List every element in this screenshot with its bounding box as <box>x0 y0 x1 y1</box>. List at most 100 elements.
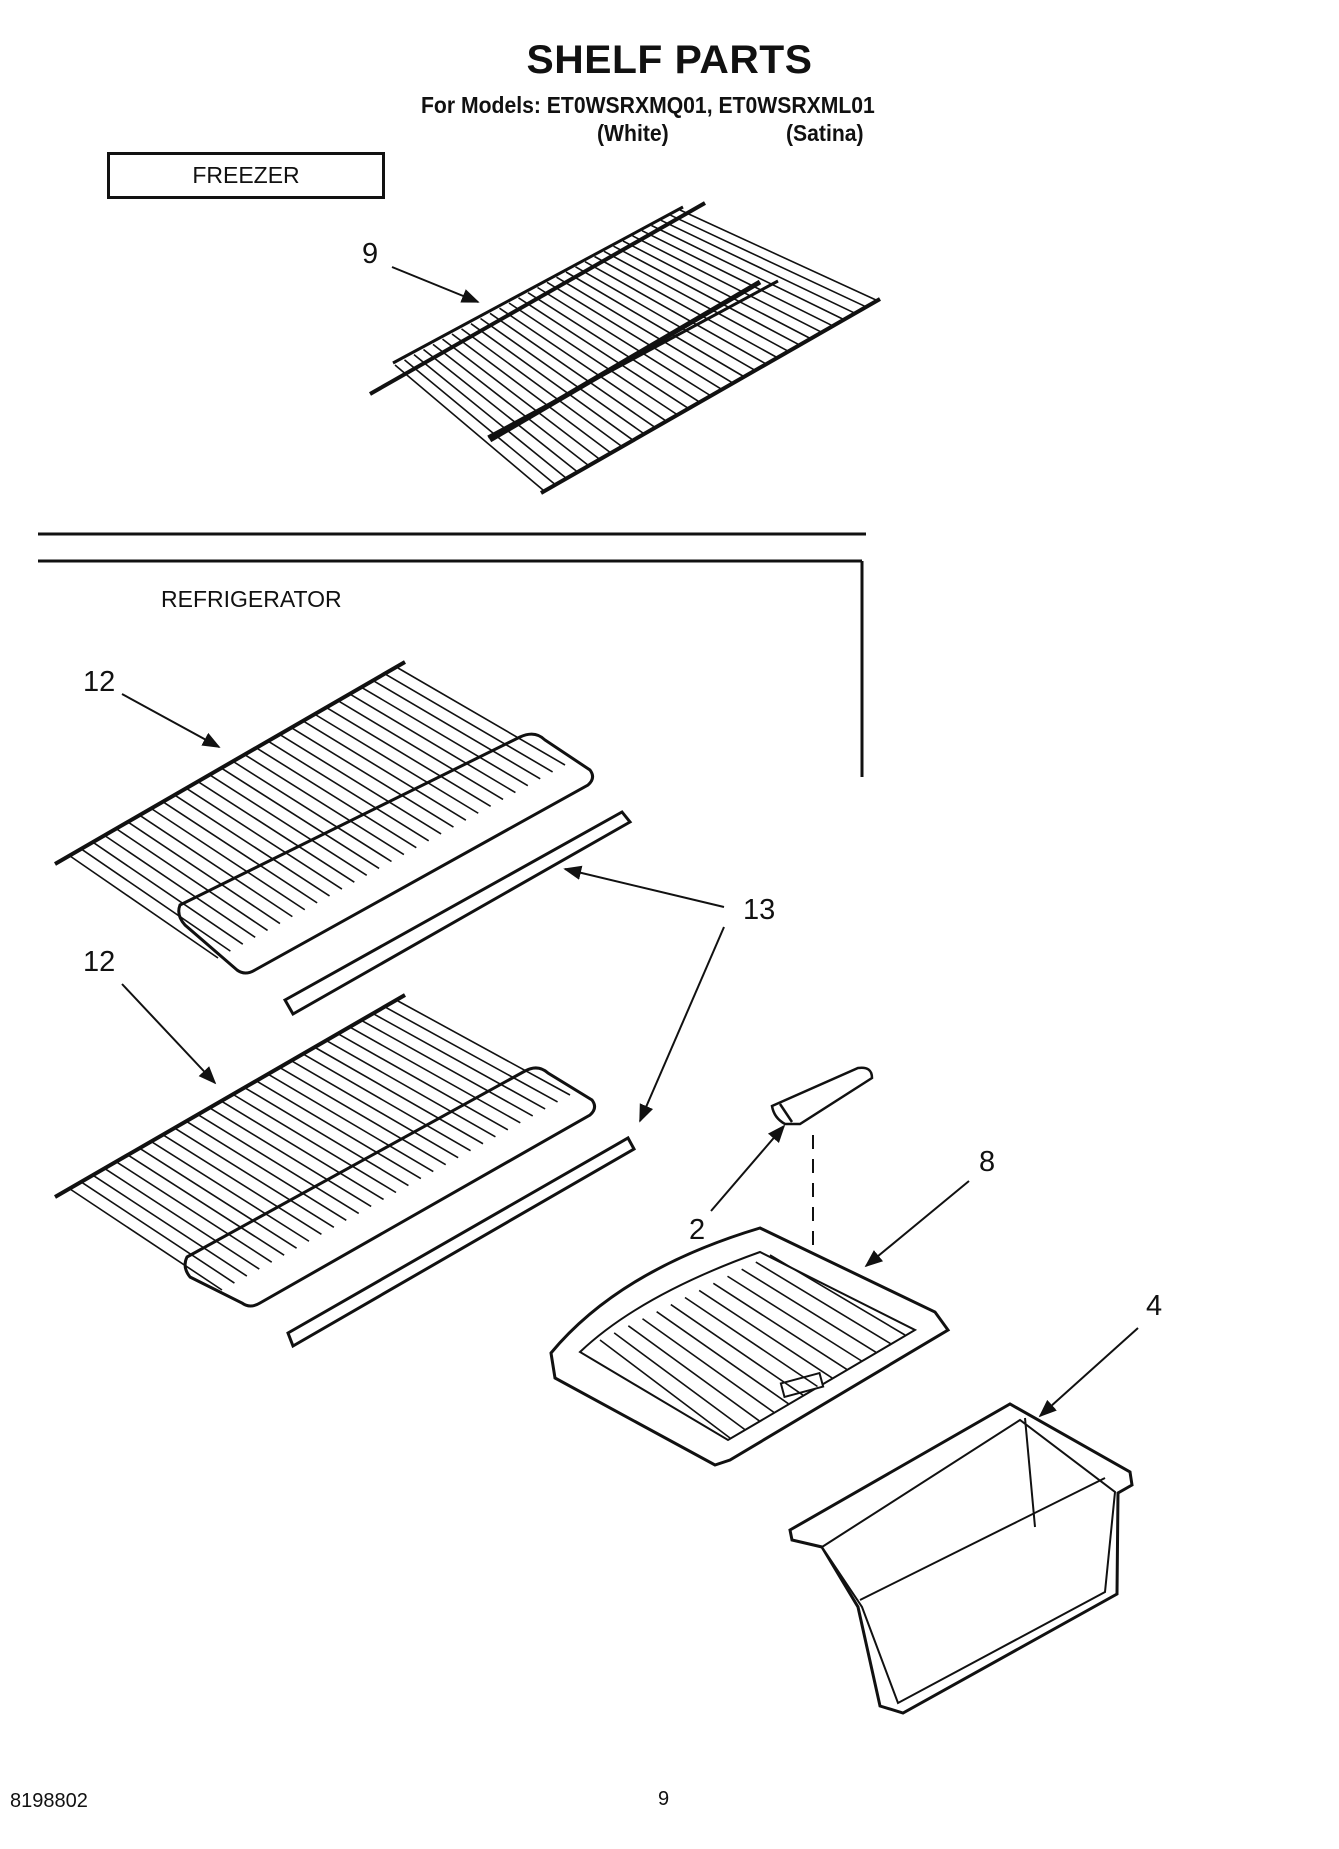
shelf-rib <box>186 788 343 890</box>
shelf-rib <box>385 1007 558 1103</box>
shelf-rib <box>584 260 766 365</box>
callout-12-lower: 12 <box>83 946 116 978</box>
shelf-rib <box>684 1296 818 1388</box>
shelf-rib <box>139 815 293 918</box>
shelf-rib <box>175 1127 335 1229</box>
shelf-rib <box>186 1121 347 1222</box>
shelf-rib <box>599 1339 731 1439</box>
shelf-rib <box>656 1311 789 1405</box>
shelf-rib <box>350 1027 521 1124</box>
shelf-rib <box>508 302 677 415</box>
shelf-rib <box>613 245 799 346</box>
shelf-rib <box>128 821 281 925</box>
upper-refrigerator-shelf <box>54 660 595 975</box>
crisper-drawer <box>788 1402 1134 1715</box>
shelf-rib <box>651 224 844 320</box>
shelf-rib <box>81 848 231 952</box>
leader-13-lower <box>639 926 725 1123</box>
shelf-rib <box>518 297 688 409</box>
shelf-rib <box>499 307 666 421</box>
shelf-rib <box>327 707 492 808</box>
page-title: SHELF PARTS <box>526 38 813 82</box>
shelf-rib <box>280 1067 447 1166</box>
document-number: 8198802 <box>10 1790 88 1812</box>
callout-9: 9 <box>362 238 379 270</box>
leader-12-upper <box>121 693 221 748</box>
shelf-rib <box>69 855 219 959</box>
shelf-rib <box>198 781 355 883</box>
shelf-rib <box>613 1332 746 1431</box>
shelf-rib <box>221 768 380 870</box>
shelf-rib <box>432 343 588 466</box>
shelf-rib <box>268 741 430 842</box>
shelf-rib <box>128 1154 285 1256</box>
shelf-rib <box>413 354 566 478</box>
shelf-rib <box>104 835 256 938</box>
model-variant-white: (White) <box>597 120 669 146</box>
callout-4: 4 <box>1146 1290 1163 1322</box>
callout-12-upper: 12 <box>83 666 116 698</box>
shelf-rib <box>221 1101 384 1201</box>
shelf-rib <box>233 1094 397 1194</box>
refrigerator-section-label: REFRIGERATOR <box>161 586 342 612</box>
shelf-rib <box>210 1107 372 1208</box>
callout-8: 8 <box>979 1146 996 1178</box>
leader-12-lower <box>121 983 217 1085</box>
shelf-rib <box>151 1141 310 1242</box>
leader-8 <box>864 1180 970 1268</box>
section-dividers <box>38 532 866 777</box>
shelf-rib <box>374 1013 546 1110</box>
shelf-rib <box>442 338 599 459</box>
crisper-humidity-control <box>770 1066 874 1126</box>
shelf-rib <box>622 240 810 339</box>
shelf-rib <box>727 1275 862 1362</box>
shelf-rib <box>397 667 566 766</box>
shelf-rib <box>327 1040 496 1138</box>
shelf-rib <box>92 1174 248 1277</box>
shelf-rib <box>546 281 722 390</box>
page-number: 9 <box>658 1788 670 1810</box>
shelf-rib <box>769 1254 906 1336</box>
shelf-rib <box>174 794 330 897</box>
shelf-rib <box>632 235 821 333</box>
shelf-rib <box>603 250 788 352</box>
leader-9 <box>391 266 480 303</box>
shelf-rib <box>362 687 529 787</box>
shelf-rib <box>451 333 611 453</box>
shelf-rib <box>339 1033 509 1131</box>
shelf-rib <box>565 271 744 377</box>
shelf-rib <box>303 1054 471 1152</box>
callout-13: 13 <box>743 894 776 926</box>
shelf-rib <box>81 1181 235 1284</box>
leader-13-upper <box>563 865 725 908</box>
shelf-rib <box>642 1318 775 1413</box>
shelf-rib <box>139 1148 298 1249</box>
shelf-rib <box>461 328 622 447</box>
shelf-rib <box>575 266 755 371</box>
shelf-rib <box>679 209 877 301</box>
shelf-rib <box>556 276 733 384</box>
shelf-rib <box>116 828 269 932</box>
shelf-rib <box>489 312 655 428</box>
shelf-rib <box>210 774 368 876</box>
shelf-rib <box>641 229 832 327</box>
shelf-rib <box>670 1303 804 1396</box>
shelf-rib <box>163 801 318 904</box>
callout-2: 2 <box>689 1214 706 1246</box>
models-line: For Models: ET0WSRXMQ01, ET0WSRXML01 <box>421 92 875 118</box>
shelf-rib <box>670 214 866 308</box>
shelf-rib <box>116 1161 273 1263</box>
shelf-rib <box>292 1060 459 1159</box>
shelf-rib <box>257 747 417 849</box>
leader-4 <box>1038 1327 1139 1418</box>
shelf-rib <box>315 1047 484 1145</box>
shelf-rib <box>280 734 442 835</box>
shelf-rib <box>470 323 633 440</box>
shelf-trim-lower <box>286 1135 637 1349</box>
callout-leaders <box>121 266 1139 1418</box>
shelf-rib <box>198 1114 360 1215</box>
shelf-rib <box>627 1325 760 1422</box>
shelf-rib <box>423 348 577 472</box>
shelf-rib <box>755 1261 891 1345</box>
